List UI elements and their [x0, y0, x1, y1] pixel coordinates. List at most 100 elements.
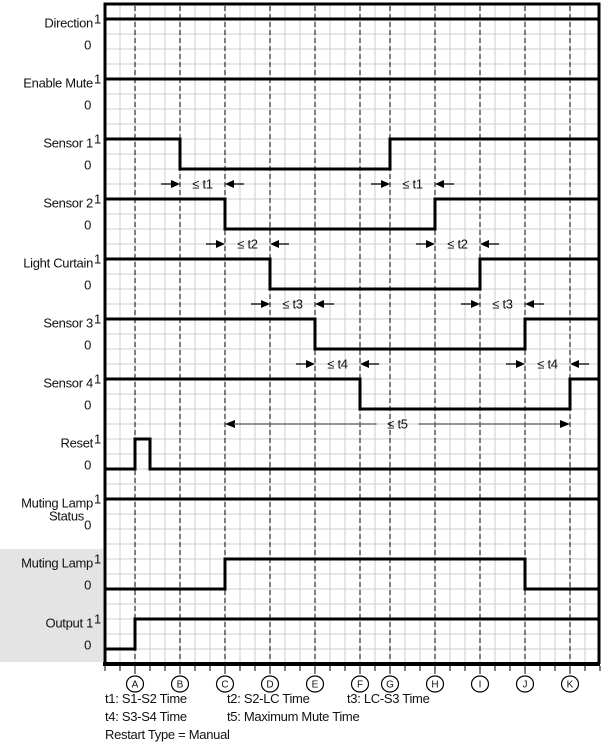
level-high-label: 1 — [94, 12, 101, 27]
marker-circle-G — [380, 675, 400, 693]
signal-name: Muting Lamp — [21, 496, 93, 511]
arrowhead-right-icon — [516, 360, 525, 368]
marker-circle-C — [215, 675, 235, 693]
level-low-label: 0 — [84, 98, 91, 113]
marker-letter: E — [312, 680, 319, 691]
level-high-label: 1 — [94, 492, 101, 507]
waveform-6 — [104, 377, 599, 411]
signal-name: Direction — [44, 16, 93, 31]
arrowhead-left-icon — [225, 420, 235, 428]
level-high-label: 1 — [94, 192, 101, 207]
level-low-label: 0 — [84, 278, 91, 293]
level-high-label: 1 — [94, 372, 101, 387]
waveform-5 — [104, 317, 599, 351]
marker-circle-J — [515, 675, 535, 693]
marker-circle-D — [260, 675, 280, 693]
marker-circle-F — [350, 675, 370, 693]
level-low-label: 0 — [84, 38, 91, 53]
annotation-label: ≤ t5 — [387, 417, 407, 432]
signal-name: Light Curtain — [23, 256, 93, 271]
arrowhead-left-icon — [525, 300, 534, 308]
signal-name: Reset — [61, 436, 94, 451]
arrowhead-left-icon — [570, 360, 579, 368]
annotation-label: ≤ t4 — [327, 357, 347, 372]
arrowhead-left-icon — [315, 300, 324, 308]
level-low-label: 0 — [84, 398, 91, 413]
annotation-label: ≤ t2 — [237, 237, 257, 252]
legend-item: t5: Maximum Mute Time — [227, 709, 359, 724]
legend-layer: t1: S1-S2 Time t2: S2-LC Time t3: LC-S3 Ti… — [105, 691, 430, 742]
waveform-9 — [104, 557, 599, 591]
level-low-label: 0 — [84, 518, 91, 533]
annotation-label: ≤ t1 — [402, 177, 422, 192]
signal-name-line2: Status — [49, 509, 85, 524]
arrowhead-left-icon — [360, 360, 369, 368]
waveform-2 — [104, 137, 599, 171]
marker-letter: F — [357, 680, 363, 691]
legend-item: t1: S1-S2 Time — [105, 691, 187, 706]
marker-circle-K — [560, 675, 580, 693]
legend-item: t2: S2-LC Time — [227, 691, 310, 706]
waveform-layer — [104, 17, 599, 651]
annotation-label: ≤ t1 — [192, 177, 212, 192]
marker-letter: G — [386, 680, 394, 691]
arrowhead-right-icon — [471, 300, 480, 308]
signal-name: Sensor 3 — [43, 316, 93, 331]
arrowhead-right-icon — [216, 240, 225, 248]
level-high-label: 1 — [94, 552, 101, 567]
marker-circle-I — [470, 675, 490, 693]
signal-name: Sensor 2 — [43, 196, 93, 211]
arrowhead-right-icon — [560, 420, 570, 428]
annotation-label: ≤ t3 — [282, 297, 302, 312]
arrowhead-left-icon — [225, 180, 234, 188]
waveform-7 — [104, 437, 599, 471]
marker-letter: D — [266, 680, 273, 691]
arrowhead-right-icon — [381, 180, 390, 188]
level-high-label: 1 — [94, 312, 101, 327]
marker-letter: K — [567, 680, 574, 691]
waveform-4 — [104, 257, 599, 291]
legend-item: t4: S3-S4 Time — [105, 709, 187, 724]
arrowhead-left-icon — [270, 240, 279, 248]
shade-layer — [0, 549, 103, 662]
marker-letter: A — [132, 680, 139, 691]
level-low-label: 0 — [84, 158, 91, 173]
waveform-10 — [104, 617, 599, 651]
waveform-3 — [104, 197, 599, 231]
annotation-label: ≤ t2 — [447, 237, 467, 252]
arrowhead-right-icon — [171, 180, 180, 188]
arrowhead-left-icon — [480, 240, 489, 248]
marker-circle-H — [425, 675, 445, 693]
level-low-label: 0 — [84, 338, 91, 353]
level-low-label: 0 — [84, 218, 91, 233]
signal-name: Enable Mute — [23, 76, 93, 91]
level-low-label: 0 — [84, 458, 91, 473]
arrowhead-right-icon — [426, 240, 435, 248]
marker-letter: B — [177, 680, 184, 691]
level-high-label: 1 — [94, 612, 101, 627]
arrowhead-right-icon — [306, 360, 315, 368]
level-high-label: 1 — [94, 132, 101, 147]
marker-letter: H — [431, 680, 438, 691]
marker-circle-A — [125, 675, 145, 693]
signal-name: Muting Lamp — [21, 556, 93, 571]
legend-item: Restart Type = Manual — [105, 727, 230, 742]
label-gutter-shade — [0, 549, 103, 662]
level-high-label: 1 — [94, 252, 101, 267]
legend-item: t3: LC-S3 Time — [347, 691, 430, 706]
signal-name: Output 1 — [46, 616, 94, 631]
annotation-layer: ≤ t1≤ t1≤ t2≤ t2≤ t3≤ t3≤ t4≤ t4≤ t5 — [161, 177, 589, 432]
signal-name: Sensor 4 — [43, 376, 93, 391]
marker-letter: J — [523, 680, 528, 691]
marker-circle-B — [170, 675, 190, 693]
level-low-label: 0 — [84, 578, 91, 593]
level-low-label: 0 — [84, 638, 91, 653]
arrowhead-right-icon — [261, 300, 270, 308]
marker-circle-E — [305, 675, 325, 693]
marker-letter: C — [221, 680, 228, 691]
level-high-label: 1 — [94, 72, 101, 87]
